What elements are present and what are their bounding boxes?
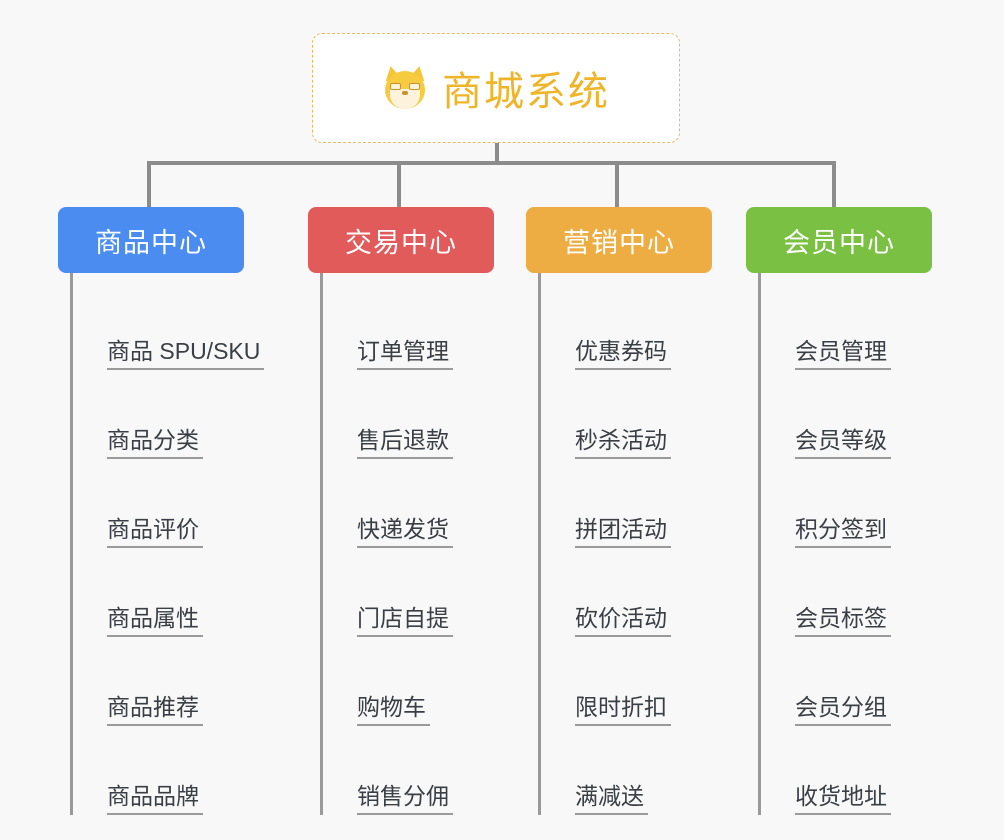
- item-list-trade-center: 订单管理售后退款快递发货门店自提购物车销售分佣: [320, 273, 494, 815]
- list-item-label: 购物车: [357, 694, 430, 726]
- column-marketing-center: 营销中心优惠券码秒杀活动拼团活动砍价活动限时折扣满减送: [526, 207, 712, 815]
- list-item-label: 售后退款: [357, 427, 453, 459]
- item-list-member-center: 会员管理会员等级积分签到会员标签会员分组收货地址: [758, 273, 932, 815]
- list-item[interactable]: 订单管理: [323, 281, 494, 370]
- list-item[interactable]: 砍价活动: [541, 548, 712, 637]
- list-item-label: 商品品牌: [107, 783, 203, 815]
- list-item-label: 商品评价: [107, 516, 203, 548]
- list-item-label: 门店自提: [357, 605, 453, 637]
- list-item-label: 会员分组: [795, 694, 891, 726]
- list-item-label: 拼团活动: [575, 516, 671, 548]
- list-item-label: 优惠券码: [575, 338, 671, 370]
- connector-drop-member-center: [832, 161, 836, 207]
- connector-drop-marketing-center: [615, 161, 619, 207]
- list-item-label: 满减送: [575, 783, 648, 815]
- list-item[interactable]: 满减送: [541, 726, 712, 815]
- list-item-label: 商品分类: [107, 427, 203, 459]
- list-item-label: 商品属性: [107, 605, 203, 637]
- column-trade-center: 交易中心订单管理售后退款快递发货门店自提购物车销售分佣: [308, 207, 494, 815]
- category-label: 营销中心: [563, 227, 675, 258]
- list-item[interactable]: 商品评价: [73, 459, 244, 548]
- list-item[interactable]: 商品 SPU/SKU: [73, 281, 265, 370]
- column-member-center: 会员中心会员管理会员等级积分签到会员标签会员分组收货地址: [746, 207, 932, 815]
- list-item[interactable]: 会员管理: [761, 281, 932, 370]
- list-item-label: 商品 SPU/SKU: [107, 338, 265, 370]
- list-item[interactable]: 门店自提: [323, 548, 494, 637]
- list-item[interactable]: 积分签到: [761, 459, 932, 548]
- list-item[interactable]: 商品品牌: [73, 726, 244, 815]
- category-box-product-center[interactable]: 商品中心: [58, 207, 244, 273]
- list-item-label: 销售分佣: [357, 783, 453, 815]
- shiba-dog-face-icon: [382, 64, 428, 111]
- category-box-trade-center[interactable]: 交易中心: [308, 207, 494, 273]
- list-item-label: 秒杀活动: [575, 427, 671, 459]
- root-node[interactable]: 商城系统: [312, 33, 680, 143]
- list-item[interactable]: 商品推荐: [73, 637, 244, 726]
- list-item[interactable]: 购物车: [323, 637, 494, 726]
- category-label: 会员中心: [783, 227, 895, 258]
- list-item[interactable]: 会员分组: [761, 637, 932, 726]
- list-item[interactable]: 快递发货: [323, 459, 494, 548]
- item-list-product-center: 商品 SPU/SKU 商品分类商品评价商品属性商品推荐商品品牌: [70, 273, 265, 815]
- list-item[interactable]: 售后退款: [323, 370, 494, 459]
- root-title: 商城系统: [442, 70, 610, 114]
- list-item[interactable]: 优惠券码: [541, 281, 712, 370]
- connector-drop-product-center: [147, 161, 151, 207]
- list-item[interactable]: 商品分类: [73, 370, 244, 459]
- list-item-label: 快递发货: [357, 516, 453, 548]
- category-box-marketing-center[interactable]: 营销中心: [526, 207, 712, 273]
- list-item[interactable]: 商品属性: [73, 548, 244, 637]
- item-list-marketing-center: 优惠券码秒杀活动拼团活动砍价活动限时折扣满减送: [538, 273, 712, 815]
- list-item[interactable]: 秒杀活动: [541, 370, 712, 459]
- list-item[interactable]: 会员等级: [761, 370, 932, 459]
- list-item[interactable]: 收货地址: [761, 726, 932, 815]
- list-item[interactable]: 会员标签: [761, 548, 932, 637]
- category-label: 商品中心: [95, 227, 207, 258]
- list-item-label: 收货地址: [795, 783, 891, 815]
- list-item-label: 商品推荐: [107, 694, 203, 726]
- category-label: 交易中心: [345, 227, 457, 258]
- connector-drop-trade-center: [397, 161, 401, 207]
- column-product-center: 商品中心商品 SPU/SKU 商品分类商品评价商品属性商品推荐商品品牌: [58, 207, 265, 815]
- list-item[interactable]: 销售分佣: [323, 726, 494, 815]
- list-item[interactable]: 限时折扣: [541, 637, 712, 726]
- category-box-member-center[interactable]: 会员中心: [746, 207, 932, 273]
- list-item-label: 砍价活动: [575, 605, 671, 637]
- connector-horizontal-bus: [148, 161, 834, 165]
- list-item-label: 会员等级: [795, 427, 891, 459]
- list-item[interactable]: 拼团活动: [541, 459, 712, 548]
- list-item-label: 会员标签: [795, 605, 891, 637]
- list-item-label: 会员管理: [795, 338, 891, 370]
- list-item-label: 限时折扣: [575, 694, 671, 726]
- connector-root-stem: [495, 143, 499, 165]
- list-item-label: 积分签到: [795, 516, 891, 548]
- list-item-label: 订单管理: [357, 338, 453, 370]
